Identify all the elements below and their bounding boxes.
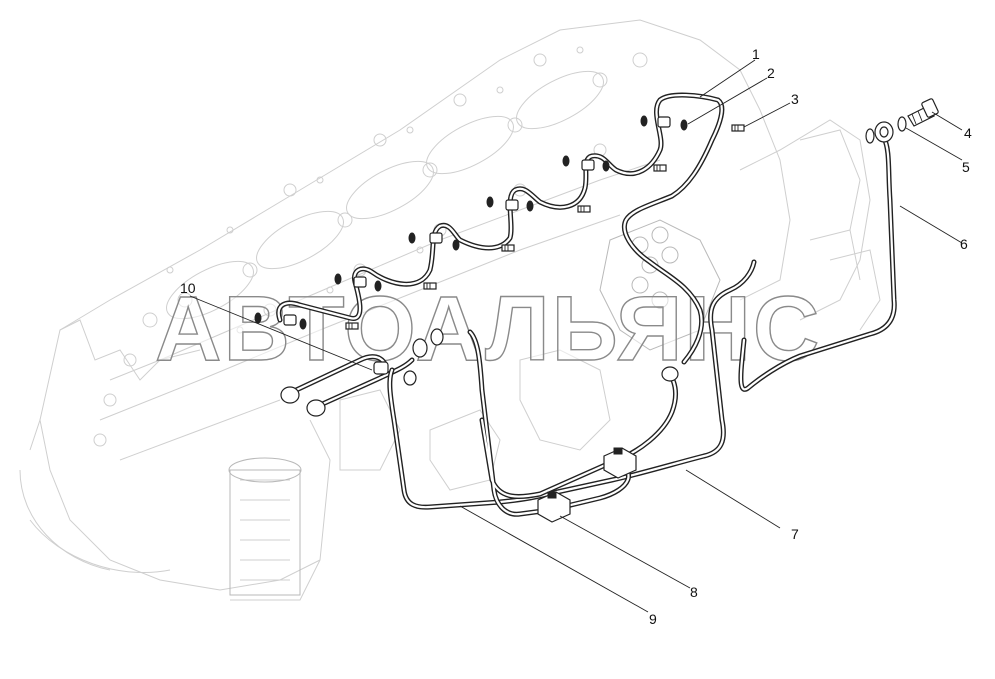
banjo-bolts [345,124,745,330]
callout-4: 4 [964,125,972,141]
right-banjo-bolt [865,98,939,144]
fuel-line-9 [387,259,757,510]
banjo-fittings [283,116,671,326]
left-return-lines [280,328,444,417]
fuel-line-6 [738,121,897,392]
leader-lines [189,59,963,613]
sealing-washers [254,115,688,330]
engine-block-outline [19,19,881,601]
callout-1: 1 [752,46,760,62]
pipe-clamps [537,447,637,523]
callout-9: 9 [649,611,657,627]
callout-labels: 1 2 3 4 5 6 7 8 9 10 [180,46,972,627]
watermark-text: АВТОАЛЬЯНС [155,278,821,380]
callout-5: 5 [962,159,970,175]
callout-10: 10 [180,280,196,296]
callout-7: 7 [791,526,799,542]
callout-8: 8 [690,584,698,600]
callout-6: 6 [960,236,968,252]
callout-3: 3 [791,91,799,107]
callout-2: 2 [767,65,775,81]
fuel-line-7 [467,329,679,517]
